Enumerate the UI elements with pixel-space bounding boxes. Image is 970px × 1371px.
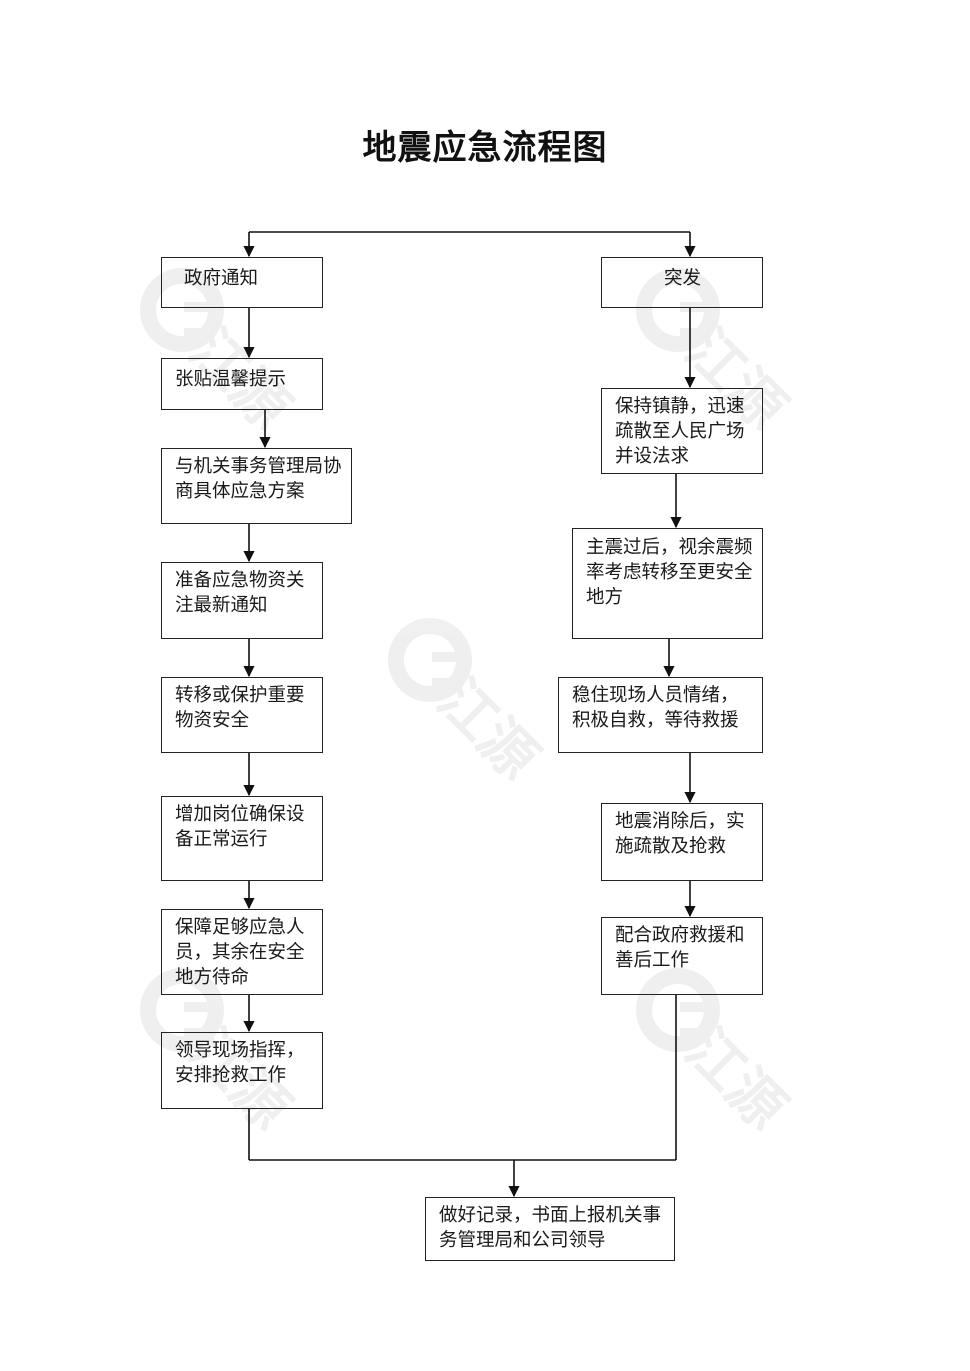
step-record-report: 做好记录，书面上报机关事务管理局和公司领导 xyxy=(425,1197,675,1261)
step-label: 张贴温馨提示 xyxy=(175,369,287,390)
step-label: 主震过后，视余震频率考虑转移至更安全地方 xyxy=(586,537,753,608)
step-leader-command: 领导现场指挥，安排抢救工作 xyxy=(161,1032,323,1109)
step-sudden-event: 突发 xyxy=(601,257,763,308)
step-evacuate-rescue: 地震消除后，实施疏散及抢救 xyxy=(601,803,763,881)
step-label: 转移或保护重要物资安全 xyxy=(175,685,305,731)
step-protect-materials: 转移或保护重要物资安全 xyxy=(161,677,323,753)
step-label: 保持镇静，迅速疏散至人民广场并设法求 xyxy=(615,396,745,467)
step-emergency-staff: 保障足够应急人员，其余在安全地方待命 xyxy=(161,909,323,995)
step-stay-calm-evacuate: 保持镇静，迅速疏散至人民广场并设法求 xyxy=(601,388,763,474)
page-title: 地震应急流程图 xyxy=(362,128,608,168)
step-label: 保障足够应急人员，其余在安全地方待命 xyxy=(175,917,305,988)
step-add-posts: 增加岗位确保设备正常运行 xyxy=(161,796,323,881)
step-label: 稳住现场人员情绪，积极自救，等待救援 xyxy=(572,685,739,731)
step-label: 政府通知 xyxy=(184,268,259,289)
step-calm-personnel: 稳住现场人员情绪，积极自救，等待救援 xyxy=(558,677,763,753)
step-label: 与机关事务管理局协商具体应急方案 xyxy=(175,456,342,502)
step-after-main-shock: 主震过后，视余震频率考虑转移至更安全地方 xyxy=(572,528,763,639)
step-label: 准备应急物资关注最新通知 xyxy=(175,570,305,616)
step-prepare-supplies: 准备应急物资关注最新通知 xyxy=(161,562,323,639)
step-government-notice: 政府通知 xyxy=(161,257,323,308)
step-post-notice: 张贴温馨提示 xyxy=(161,358,323,410)
step-label: 做好记录，书面上报机关事务管理局和公司领导 xyxy=(439,1205,662,1251)
step-label: 配合政府救援和善后工作 xyxy=(615,925,745,971)
step-label: 增加岗位确保设备正常运行 xyxy=(175,804,305,850)
step-label: 领导现场指挥，安排抢救工作 xyxy=(175,1040,305,1086)
step-label: 突发 xyxy=(664,268,702,289)
step-coordinate-plan: 与机关事务管理局协商具体应急方案 xyxy=(161,448,352,524)
step-assist-government: 配合政府救援和善后工作 xyxy=(601,917,763,995)
step-label: 地震消除后，实施疏散及抢救 xyxy=(615,811,745,857)
